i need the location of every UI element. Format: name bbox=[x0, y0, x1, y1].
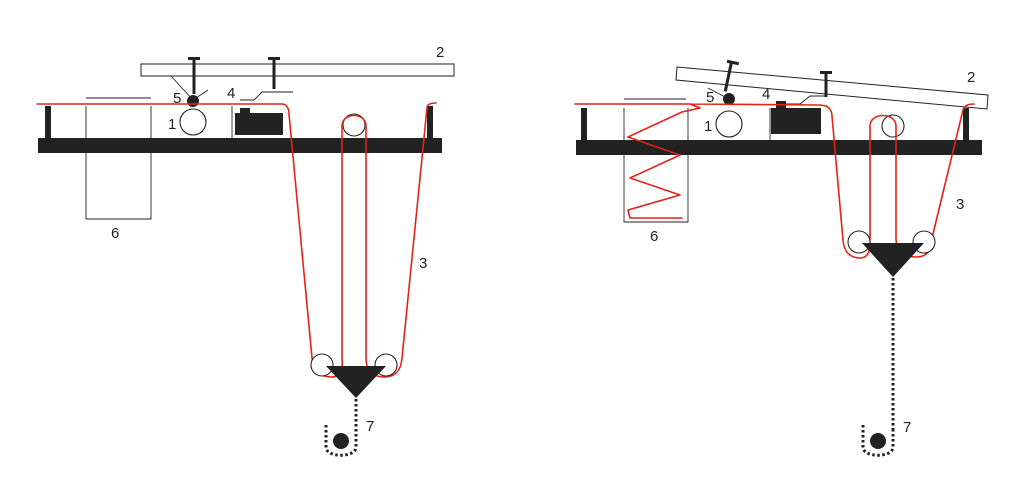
label-capstan: 1 bbox=[704, 118, 712, 135]
deck-post-right bbox=[427, 106, 433, 139]
label-weight: 7 bbox=[366, 418, 374, 435]
label-tape-loop: 3 bbox=[419, 255, 427, 272]
label-bin: 6 bbox=[111, 225, 119, 242]
arm-screw-left bbox=[723, 59, 740, 92]
pinch-roller bbox=[187, 95, 199, 107]
arm-screw-right bbox=[268, 57, 280, 89]
label-pinch-roller: 5 bbox=[173, 90, 181, 107]
deck-post-right bbox=[963, 108, 969, 141]
idler-roller-top bbox=[342, 113, 366, 137]
label-pressure-arm: 2 bbox=[436, 44, 444, 61]
deck-post-left bbox=[45, 106, 51, 139]
head-mount bbox=[240, 108, 250, 114]
idler-roller-top bbox=[881, 114, 905, 138]
magnetic-head bbox=[771, 108, 821, 134]
idler-roller-bottom-left bbox=[310, 353, 334, 377]
label-weight: 7 bbox=[903, 419, 911, 436]
pressure-arm bbox=[675, 66, 989, 110]
pressure-arm bbox=[140, 63, 455, 77]
head-linkage bbox=[240, 91, 293, 101]
arm-screw-left bbox=[188, 57, 200, 94]
counterweight-ball bbox=[333, 433, 349, 449]
counterweight-ball bbox=[870, 433, 886, 449]
tape-bin bbox=[623, 108, 689, 223]
label-bin: 6 bbox=[650, 228, 658, 245]
tape-bin bbox=[85, 106, 152, 220]
tension-weight bbox=[326, 366, 386, 398]
deck-plate bbox=[576, 140, 982, 155]
tape-path bbox=[36, 102, 437, 378]
capstan bbox=[179, 108, 207, 136]
label-pressure-arm: 2 bbox=[967, 69, 975, 86]
deck-plate bbox=[38, 138, 442, 153]
label-head: 4 bbox=[227, 85, 235, 102]
label-head: 4 bbox=[762, 86, 770, 103]
label-pinch-roller: 5 bbox=[706, 89, 714, 106]
counterweight-cradle bbox=[324, 425, 358, 457]
label-capstan: 1 bbox=[168, 116, 176, 133]
label-tape-loop: 3 bbox=[956, 196, 964, 213]
panel-left: 1 2 3 4 5 6 7 bbox=[36, 44, 455, 457]
idler-roller-bottom-left bbox=[847, 230, 871, 254]
arm-screw-right bbox=[820, 71, 832, 97]
panel-right: 1 2 3 4 5 6 7 bbox=[574, 59, 989, 457]
capstan bbox=[715, 110, 743, 138]
deck-post-left bbox=[581, 108, 587, 141]
tension-weight bbox=[862, 243, 924, 277]
counterweight-cradle bbox=[861, 425, 895, 457]
magnetic-head bbox=[235, 113, 283, 135]
